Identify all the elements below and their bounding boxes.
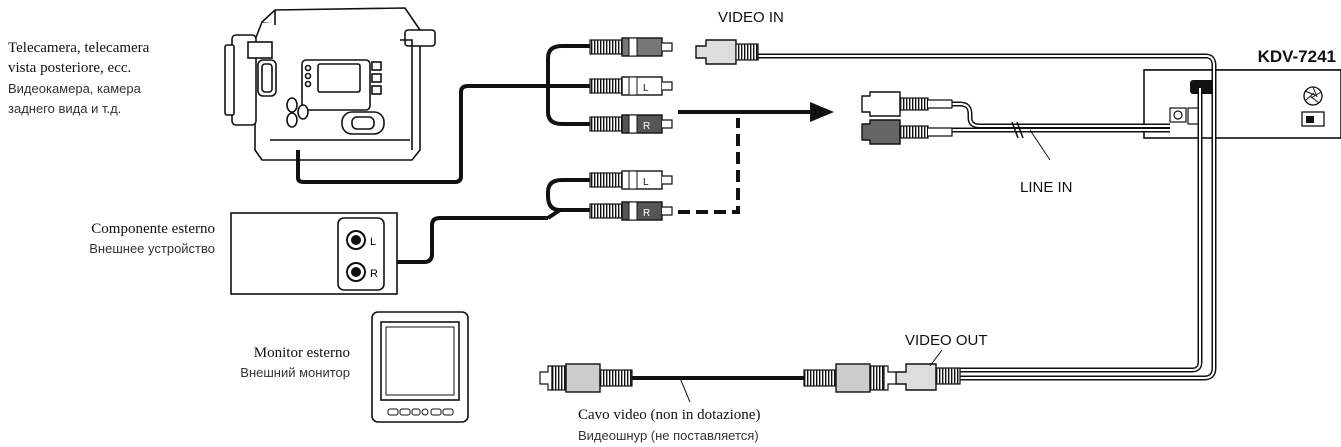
jack-left-icon xyxy=(346,230,366,250)
monitor-icon xyxy=(371,311,469,423)
head-unit: KDV-7241 xyxy=(1143,47,1341,139)
line-in-cable xyxy=(952,101,1170,161)
video-out-leader xyxy=(929,349,943,367)
external-audio-cable xyxy=(397,178,590,264)
monitor-video-cable xyxy=(632,376,804,403)
rca-plug-right-2: R xyxy=(589,201,673,221)
camera-label-ru-1: Видеокамера, камера xyxy=(8,81,142,96)
external-component-label-ru: Внешнее устройство xyxy=(89,241,215,256)
line-in-jack-red xyxy=(861,119,953,145)
jack-right-icon xyxy=(346,262,366,282)
external-component-label-it: Componente esterno xyxy=(91,221,215,237)
camera-label-ru-2: заднего вида и т.д. xyxy=(8,101,121,116)
video-out-plug xyxy=(895,363,961,391)
camera-label-it-2: vista posteriore, ecc. xyxy=(8,60,131,76)
line-in-jack-white xyxy=(861,91,953,117)
signal-arrow xyxy=(678,102,834,214)
rca-plug-left: L xyxy=(589,76,673,96)
camera-label-it-1: Telecamera, telecamera xyxy=(8,40,150,56)
video-cable xyxy=(758,53,1217,381)
plug-r-label: R xyxy=(643,121,650,132)
model-name: KDV-7241 xyxy=(1258,47,1336,66)
external-component-box: L R xyxy=(230,212,398,295)
plug-l-label-2: L xyxy=(643,177,649,188)
jack-right-label: R xyxy=(370,268,378,280)
video-out-label: VIDEO OUT xyxy=(905,332,988,349)
cable-plug-right xyxy=(803,363,897,393)
aperture-icon xyxy=(1303,86,1323,106)
camcorder-icon xyxy=(224,7,436,161)
rca-plug-left-2: L xyxy=(589,170,673,190)
plug-r-label-2: R xyxy=(643,208,650,219)
jack-left-label: L xyxy=(370,236,376,248)
monitor-label-ru: Внешний монитор xyxy=(240,365,350,380)
cable-label-ru: Видеошнур (не поставляется) xyxy=(578,428,759,443)
rca-plug-video xyxy=(589,37,673,57)
video-in-plug xyxy=(695,39,759,65)
plug-l-label: L xyxy=(643,83,649,94)
cable-label-it: Cavo video (non in dotazione) xyxy=(578,407,760,423)
rca-plug-right: R xyxy=(589,114,673,134)
line-in-label: LINE IN xyxy=(1020,179,1073,196)
monitor-label-it: Monitor esterno xyxy=(254,345,350,361)
cable-plug-left xyxy=(539,363,633,393)
video-in-label: VIDEO IN xyxy=(718,9,784,26)
camera-audio-cable xyxy=(296,44,590,184)
